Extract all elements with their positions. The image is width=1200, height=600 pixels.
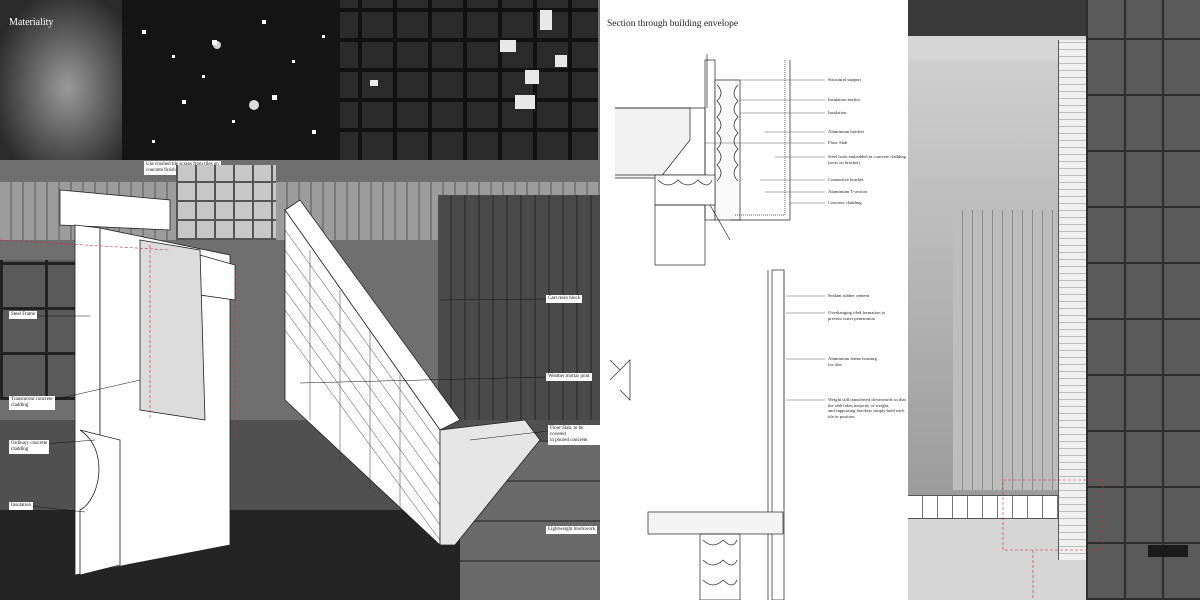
label-connective-bracket: Connective bracket: [828, 177, 864, 182]
photo-grid-cubes: [340, 0, 598, 160]
section-drawing: [609, 54, 825, 600]
label-floor-slab: Floor Slab: [828, 140, 848, 145]
elevation-panel: [908, 0, 1200, 600]
floor-slab-band: [908, 495, 1080, 519]
label-weight: Weight still transferred downwards so th…: [828, 397, 906, 419]
photo-glow-chips: [122, 0, 340, 160]
glass-block-wall: [176, 165, 276, 240]
label-insulation-anchor: Insulation anchor: [828, 97, 861, 102]
glow-dots: [142, 20, 325, 143]
label-translucent: Translucent concrete cladding: [9, 396, 55, 410]
label-steel-frame: Steel Frame: [9, 311, 38, 319]
label-cast-resin: Cast resin block: [546, 295, 583, 303]
stone-tiles: [1086, 0, 1200, 600]
section-panel: Section through building envelope Struct…: [600, 0, 908, 600]
grid-lines: [340, 0, 598, 160]
label-concrete-cladding: Concrete cladding: [828, 200, 862, 205]
brick-wall: [284, 199, 541, 546]
label-weather-mortar: Weather mortar joint: [546, 373, 592, 381]
top-band: [908, 0, 1086, 36]
red-dash-overlay: [1002, 479, 1188, 600]
photo-rock: [0, 0, 122, 160]
label-sealant: Sealant rubber cement: [828, 293, 870, 298]
upper-leaders: [705, 79, 825, 204]
wood-photo: [438, 195, 600, 425]
label-insulation: Insulation: [9, 502, 33, 510]
red-guide-lines: [0, 239, 236, 440]
materiality-title: Materiality: [9, 17, 54, 28]
label-frame-housing: Aluminium frame housing for tiles: [828, 356, 877, 367]
label-ordinary: Ordinary concrete cladding: [9, 440, 50, 454]
label-blockwork: Lightweight blockwork: [546, 526, 598, 534]
lower-detail: [609, 269, 785, 600]
label-floor-slab: Floor Slab, to be covered in poured conc…: [548, 425, 600, 445]
cladding-element: [59, 189, 236, 576]
wood-panel: [953, 210, 1058, 490]
collage-panel: Materiality Use crushed tile scraps from…: [0, 0, 600, 600]
label-insulation: Insulation: [828, 110, 847, 115]
section-title: Section through building envelope: [607, 19, 739, 29]
upper-detail: [615, 54, 791, 266]
label-structural-support: Structural support: [828, 77, 862, 82]
label-steel-hook: Steel hook embedded in concrete cladding…: [828, 154, 906, 165]
label-aluminium-t: Aluminium T-section: [828, 189, 868, 194]
label-aluminium-bracket: Aluminium bracket: [828, 129, 864, 134]
lower-leaders: [786, 295, 825, 401]
isometric-construction: [0, 189, 549, 576]
label-overhanging: Overhanging tiled formation to prevent w…: [828, 310, 886, 321]
